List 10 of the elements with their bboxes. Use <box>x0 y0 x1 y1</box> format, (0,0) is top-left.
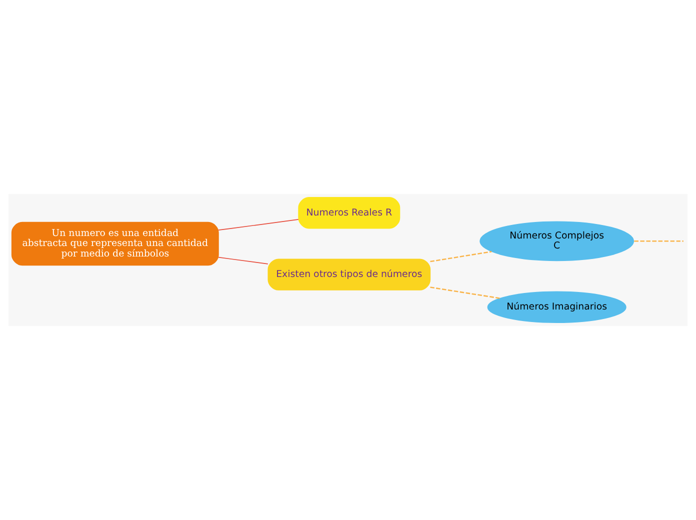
connector <box>430 286 500 299</box>
connector <box>218 256 268 264</box>
connector <box>218 219 299 231</box>
connector <box>430 250 492 262</box>
node-box: Existen otros tipos de números <box>268 258 431 290</box>
node-ellipse: Números Complejos C <box>480 221 634 262</box>
connector <box>634 240 684 242</box>
node-ellipse: Números Imaginarios <box>487 291 626 323</box>
node-box: Un numero es una entidad abstracta que representa una cantidad por medio de símbolos <box>11 222 219 266</box>
node-box: Numeros Reales R <box>298 197 400 229</box>
